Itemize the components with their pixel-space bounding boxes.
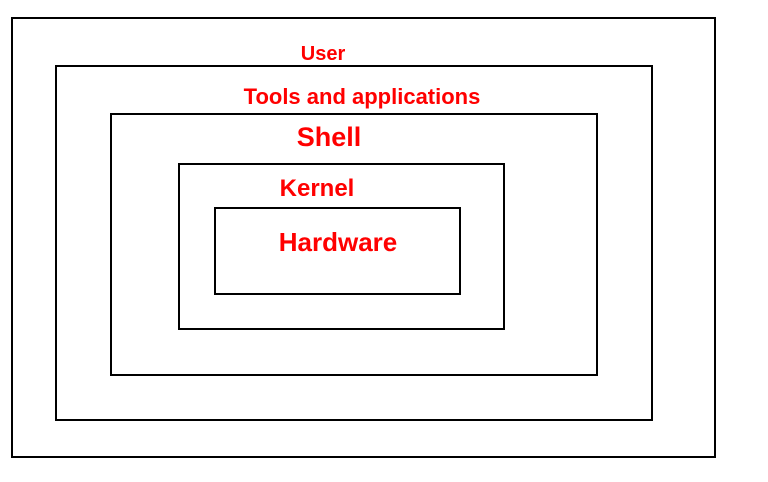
layer-box-kernel [178,163,505,330]
layer-label-kernel: Kernel [279,175,355,202]
layer-box-hardware [214,207,461,295]
layer-box-shell [110,113,598,376]
layer-box-tools-and-applications [55,65,653,421]
layer-label-hardware: Hardware [278,227,398,257]
layer-label-user: User [300,43,346,65]
layer-label-shell: Shell [296,122,362,152]
layer-label-tools-and-applications: Tools and applications [243,84,481,109]
layer-box-user [11,17,716,458]
